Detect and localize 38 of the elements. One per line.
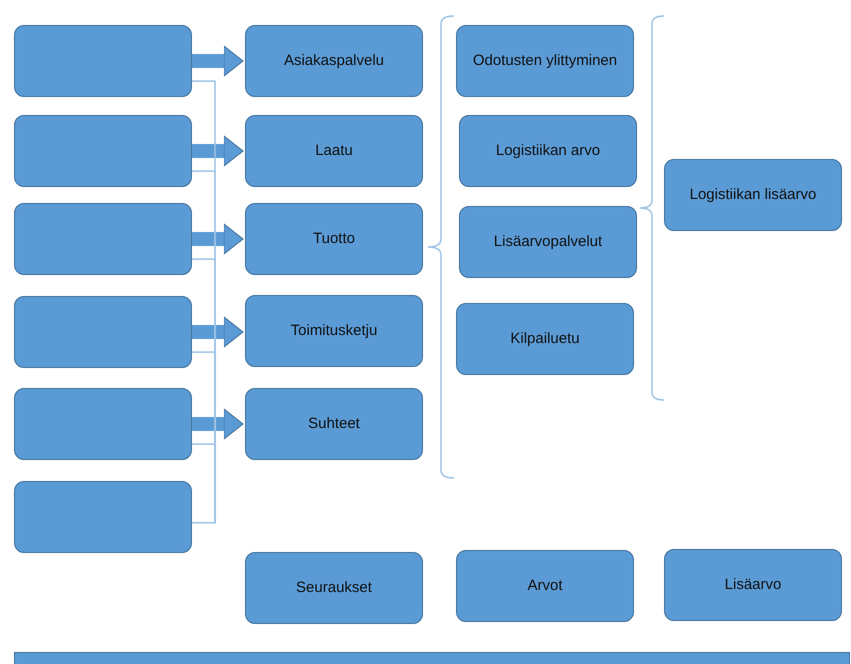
box-label: Logistiikan arvo [494, 142, 602, 160]
rounded-box [664, 549, 842, 621]
block-arrow [192, 224, 244, 254]
rounded-box [664, 159, 842, 231]
box-label: Laatu [314, 142, 354, 160]
rounded-box [459, 206, 637, 278]
box-label: Arvot [526, 577, 564, 595]
rounded-box [245, 295, 423, 367]
block-arrow [192, 46, 244, 76]
rounded-box [14, 388, 192, 460]
rounded-box [14, 25, 192, 97]
block-arrow [192, 136, 244, 166]
rounded-box [14, 203, 192, 275]
box-label: Tuotto [312, 230, 356, 248]
rounded-box [14, 115, 192, 187]
rounded-box [245, 203, 423, 275]
block-arrow [192, 408, 244, 440]
box-label: Lisäarvo [724, 576, 782, 594]
rounded-box [245, 388, 423, 460]
box-label: Lisäarvopalvelut [492, 233, 604, 251]
box-label: Seuraukset [295, 579, 373, 597]
block-arrow [192, 316, 244, 348]
rounded-box [456, 25, 634, 97]
box-label: Suhteet [307, 415, 361, 433]
box-label: Odotusten ylittyminen [472, 52, 618, 70]
rounded-box [245, 25, 423, 97]
rounded-box [14, 481, 192, 553]
rounded-box [459, 115, 637, 187]
rounded-box [456, 303, 634, 375]
rounded-box [456, 550, 634, 622]
rounded-box [245, 115, 423, 187]
box-label: Asiakaspalvelu [282, 52, 386, 70]
box-label: Logistiikan lisäarvo [688, 186, 818, 204]
connector-line [192, 443, 216, 524]
box-label: Toimitusketju [290, 322, 378, 340]
rounded-box [14, 296, 192, 368]
box-label: Kilpailuetu [509, 330, 581, 348]
rounded-box [245, 552, 423, 624]
